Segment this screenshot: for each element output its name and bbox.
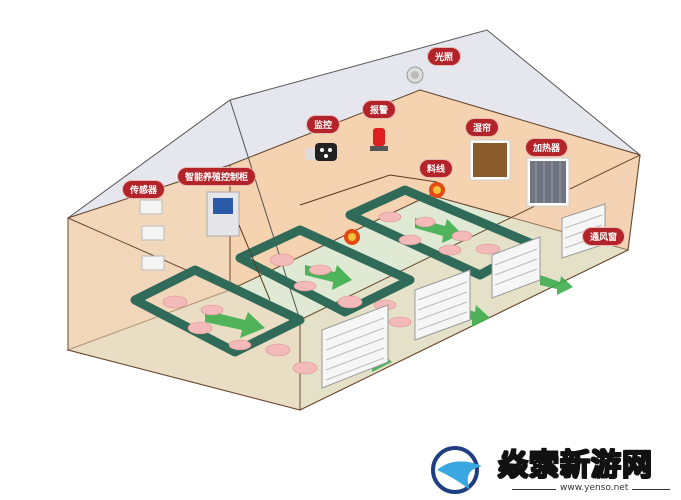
divider [512,489,556,490]
feeder-icon [344,182,445,245]
pen-1 [130,265,305,357]
watermark: 焱索新游网 www.yenso.net [432,440,672,495]
arrow-icon [205,310,265,338]
label-heater: 加热器 [526,139,568,156]
heater-icon [526,157,570,207]
watermark-url: www.yenso.net [560,483,629,493]
label-feed-line: 料线 [420,160,453,177]
vent-fans [321,203,606,389]
control-cabinet-icon [206,191,240,237]
label-lighting: 光照 [428,48,461,65]
label-alarm: 报警 [363,101,396,118]
label-wet-curtain: 湿帘 [466,119,499,136]
fan-icon [414,269,471,341]
fan-icon [491,236,541,299]
label-control-cabinet: 智能养殖控制柜 [178,168,256,185]
pen-2 [235,225,415,317]
label-monitoring: 监控 [307,116,340,133]
divider [632,489,670,490]
watermark-logo-icon [431,446,482,494]
watermark-title: 焱索新游网 [497,447,653,483]
light-sensor-icon [406,66,424,84]
label-vent-window: 通风窗 [583,228,625,245]
label-sensor: 传感器 [123,181,165,198]
camera-icon [305,143,337,161]
pigs [162,211,501,375]
wet-curtain-icon [469,139,511,181]
alarm-light-icon [370,128,388,151]
sensor-icon [139,199,165,271]
arrow-icon [540,275,573,295]
fan-icon [321,304,389,389]
